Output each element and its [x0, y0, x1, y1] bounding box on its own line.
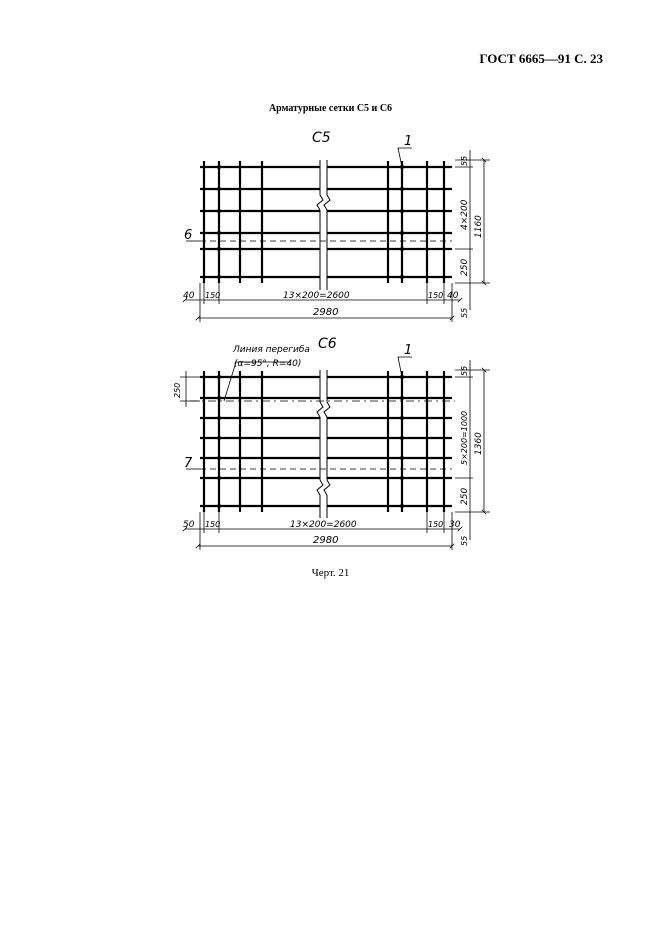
- mesh-c5-dim-1160: 1160: [474, 215, 484, 238]
- mesh-c5-label: С5: [312, 130, 331, 146]
- mesh-c6-label: С6: [318, 336, 337, 352]
- mesh-c6-dim-50-left: 50: [183, 520, 195, 530]
- mesh-c6-dim-30-right: 30: [449, 520, 461, 530]
- mesh-c5-dim-total: 2980: [313, 307, 338, 318]
- mesh-c5-dim-40-left: 40: [183, 291, 195, 301]
- mesh-c6-dim-5x200: 5×200=1000: [460, 411, 469, 465]
- mesh-c5-dim-55-bottom: 55: [460, 308, 469, 318]
- drawing-title: Арматурные сетки С5 и С6: [268, 103, 393, 114]
- mesh-c6-dim-150-left: 150: [205, 520, 220, 529]
- mesh-c5-dim-55-top: 55: [460, 156, 469, 166]
- mesh-c6-dim-55-top: 55: [460, 366, 469, 376]
- mesh-c5-callout-6: 6: [184, 228, 192, 243]
- mesh-c5: [182, 147, 490, 322]
- mesh-c5-dim-150-left: 150: [205, 291, 220, 300]
- mesh-c6-callout-1: 1: [404, 343, 412, 358]
- mesh-c5-dim-4x200: 4×200: [460, 199, 470, 230]
- mesh-c6: [180, 356, 490, 550]
- mesh-c5-labels: С5 1 6 40 150 13×200=2600 150 40 2980 55…: [183, 130, 484, 318]
- mesh-c5-callout-1: 1: [404, 134, 412, 149]
- mesh-c6-dim-55-bottom: 55: [460, 536, 469, 546]
- mesh-c6-dim-150-right: 150: [428, 520, 443, 529]
- page-header: ГОСТ 6665—91 С. 23: [479, 51, 603, 66]
- mesh-c6-dim-total: 2980: [313, 535, 338, 546]
- mesh-c6-dim-1360: 1360: [474, 432, 484, 455]
- bend-line-params: (α=95°, R=40): [234, 359, 301, 369]
- mesh-c6-dim-250-left: 250: [173, 383, 182, 398]
- mesh-c6-callout-7: 7: [184, 456, 193, 471]
- bend-line-label: Линия перегиба: [232, 345, 310, 355]
- mesh-c6-dim-middle: 13×200=2600: [290, 520, 357, 530]
- figure-caption: Черт. 21: [311, 567, 350, 579]
- mesh-c6-dim-250: 250: [460, 488, 470, 505]
- mesh-c5-dim-40-right: 40: [447, 291, 459, 301]
- mesh-c5-dim-150-right: 150: [428, 291, 443, 300]
- mesh-c5-dim-250: 250: [460, 259, 470, 276]
- mesh-c5-dim-middle: 13×200=2600: [283, 291, 350, 301]
- mesh-c6-labels: С6 1 Линия перегиба (α=95°, R=40) 250 7 …: [173, 336, 484, 546]
